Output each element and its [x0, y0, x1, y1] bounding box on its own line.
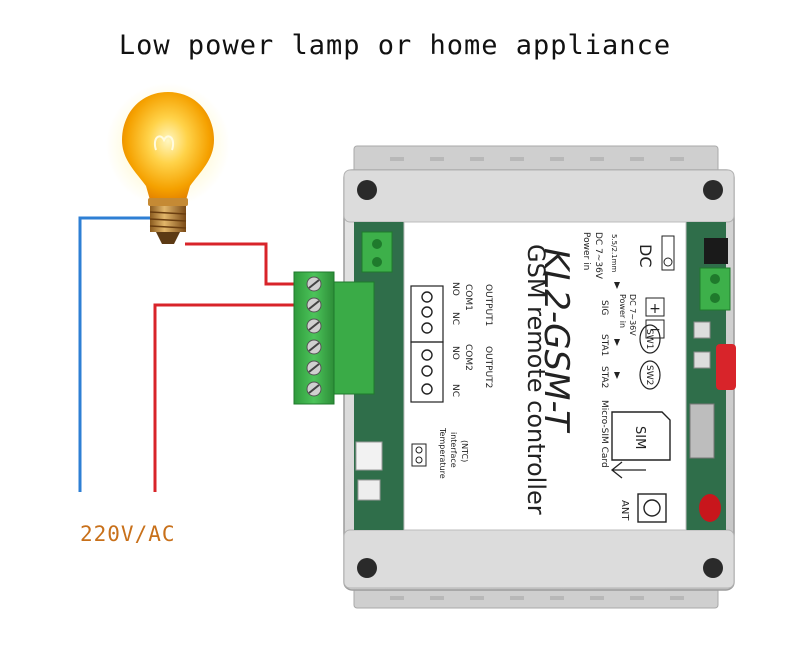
output-terminal-block [293, 271, 375, 405]
svg-text:KL2-GSM-T: KL2-GSM-T [536, 248, 576, 433]
sw1-label: SW1 [644, 329, 654, 349]
svg-text:+: + [649, 301, 661, 317]
no2-label: NO [450, 346, 460, 360]
side-leds [689, 321, 736, 522]
live-wire-top [185, 242, 300, 286]
screw-slot [308, 384, 320, 394]
sim-label: SIM [632, 426, 647, 449]
temp-label-3: (NTC) [460, 440, 469, 462]
com1-label: COM1 [463, 284, 473, 311]
page-title: Low power lamp or home appliance [118, 30, 672, 61]
micro-sim-label: Micro-SIM Card [599, 400, 609, 468]
ntc-diagram [411, 443, 427, 467]
live-wire-bottom [153, 303, 300, 492]
status-leds [614, 282, 620, 379]
screw-slot [308, 342, 320, 352]
nc2-label: NC [450, 384, 460, 397]
jack-size-label: 5.5/2.1mm [610, 234, 618, 272]
com2-label: COM2 [463, 344, 473, 371]
sig-label: SIG [599, 300, 609, 315]
screw-slot [308, 279, 320, 289]
dc-terminal [699, 238, 731, 311]
nc1-label: NC [450, 312, 460, 325]
polarity-symbols: + − [645, 235, 675, 339]
pcb-connector-top [361, 231, 393, 273]
temp-label-2: interface [449, 432, 458, 468]
ntc-connector [355, 441, 383, 501]
output2-label: OUTPUT2 [483, 346, 493, 388]
output-terminal-diagram [410, 285, 444, 403]
power-source-label: 220V/AC [80, 522, 176, 546]
switch-buttons [639, 324, 661, 390]
label-panel [403, 221, 687, 531]
sim-card-slot [610, 411, 671, 479]
svg-text:GSM remote controller: GSM remote controller [522, 244, 550, 515]
sta2-label: STA2 [599, 366, 609, 388]
no1-label: NO [450, 282, 460, 296]
screw-slot [308, 300, 320, 310]
sta1-label: STA1 [599, 334, 609, 356]
output1-label: OUTPUT1 [483, 284, 493, 326]
power-range-label-2: DC 7~36V [628, 294, 637, 336]
ant-label: ANT [619, 500, 630, 521]
power-in-label: Power in [581, 232, 591, 270]
screw-slot [308, 363, 320, 373]
neutral-wire [78, 216, 165, 492]
svg-text:−: − [649, 322, 661, 338]
lightbulb-icon [106, 83, 230, 244]
dc-label: DC [636, 244, 655, 268]
model-name: KL2-GSM-T [536, 248, 576, 433]
power-range-label: DC 7~36V [593, 232, 603, 280]
sw2-label: SW2 [644, 365, 654, 385]
screw-slot [308, 321, 320, 331]
temp-label-1: Temperature [438, 427, 447, 479]
device-subtitle: GSM remote controller [522, 244, 550, 515]
power-in-label-2: Power in [618, 294, 627, 328]
antenna-connector [637, 493, 667, 523]
